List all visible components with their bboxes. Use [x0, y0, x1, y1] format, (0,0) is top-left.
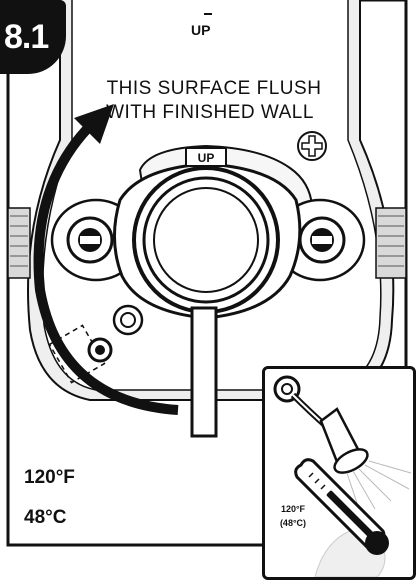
rotation-arrow-icon	[33, 104, 179, 415]
temperature-fahrenheit: 120°F	[24, 467, 75, 488]
shower-temperature-inset: 120°F (48°C)	[262, 366, 416, 580]
cartridge-inner-ring	[153, 187, 259, 293]
pipe-thread-right	[375, 207, 407, 279]
inset-temperature-fahrenheit: 120°F	[280, 504, 306, 514]
step-number-badge: 8.1	[0, 0, 66, 74]
pipe-thread-left	[7, 207, 31, 279]
surface-label-line1: THIS SURFACE FLUSH	[107, 78, 322, 99]
thermometer-icon	[294, 458, 389, 555]
valve-spindle	[190, 306, 218, 438]
inset-temperature-celsius: (48°C)	[279, 518, 307, 528]
up-mark-top: UP	[191, 22, 211, 38]
surface-label-line2: WITH FINISHED WALL	[106, 102, 314, 123]
lower-fitting	[112, 304, 144, 336]
inset-illustration	[273, 375, 412, 577]
phillips-screw-icon	[297, 131, 327, 161]
shower-head-icon	[273, 375, 412, 516]
temperature-celsius: 48°C	[24, 507, 67, 528]
up-mark-body: UP	[198, 151, 215, 165]
